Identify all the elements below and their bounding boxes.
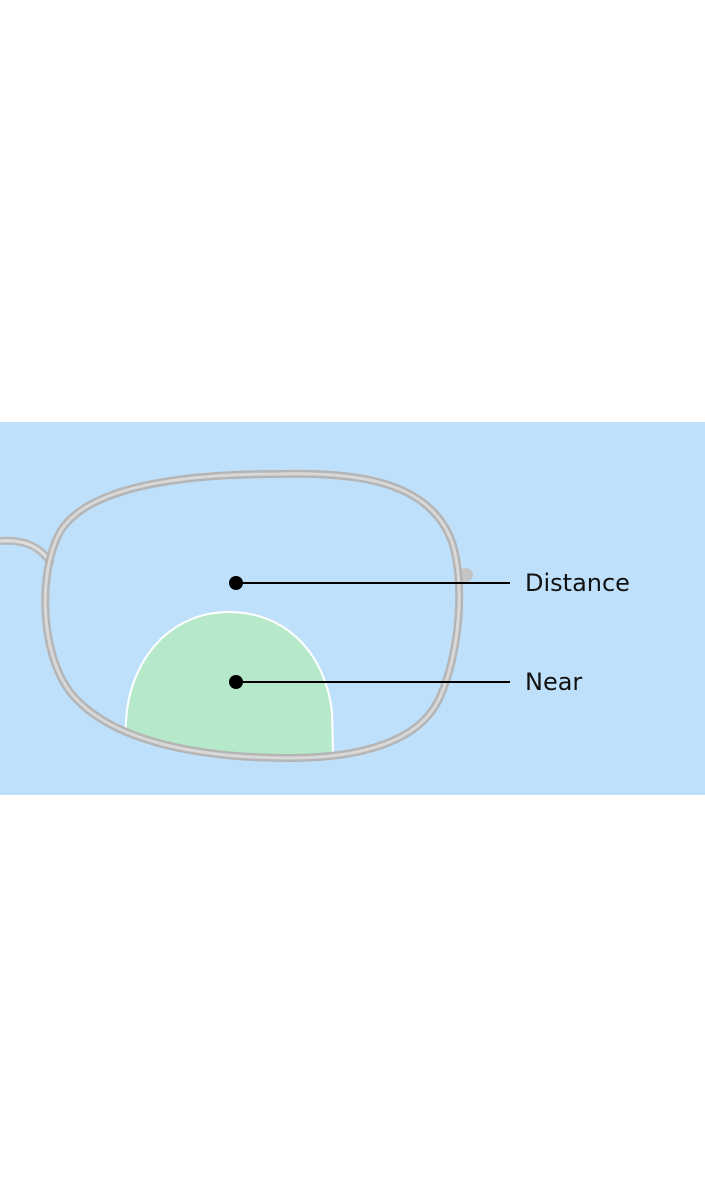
distance-pointer-dot xyxy=(229,576,243,590)
near-pointer-dot xyxy=(229,675,243,689)
background xyxy=(0,422,705,795)
bifocal-lens-diagram: Distance Near xyxy=(0,422,705,795)
distance-label: Distance xyxy=(525,569,630,597)
near-label: Near xyxy=(525,668,582,696)
lens-frame-highlight xyxy=(43,472,461,760)
